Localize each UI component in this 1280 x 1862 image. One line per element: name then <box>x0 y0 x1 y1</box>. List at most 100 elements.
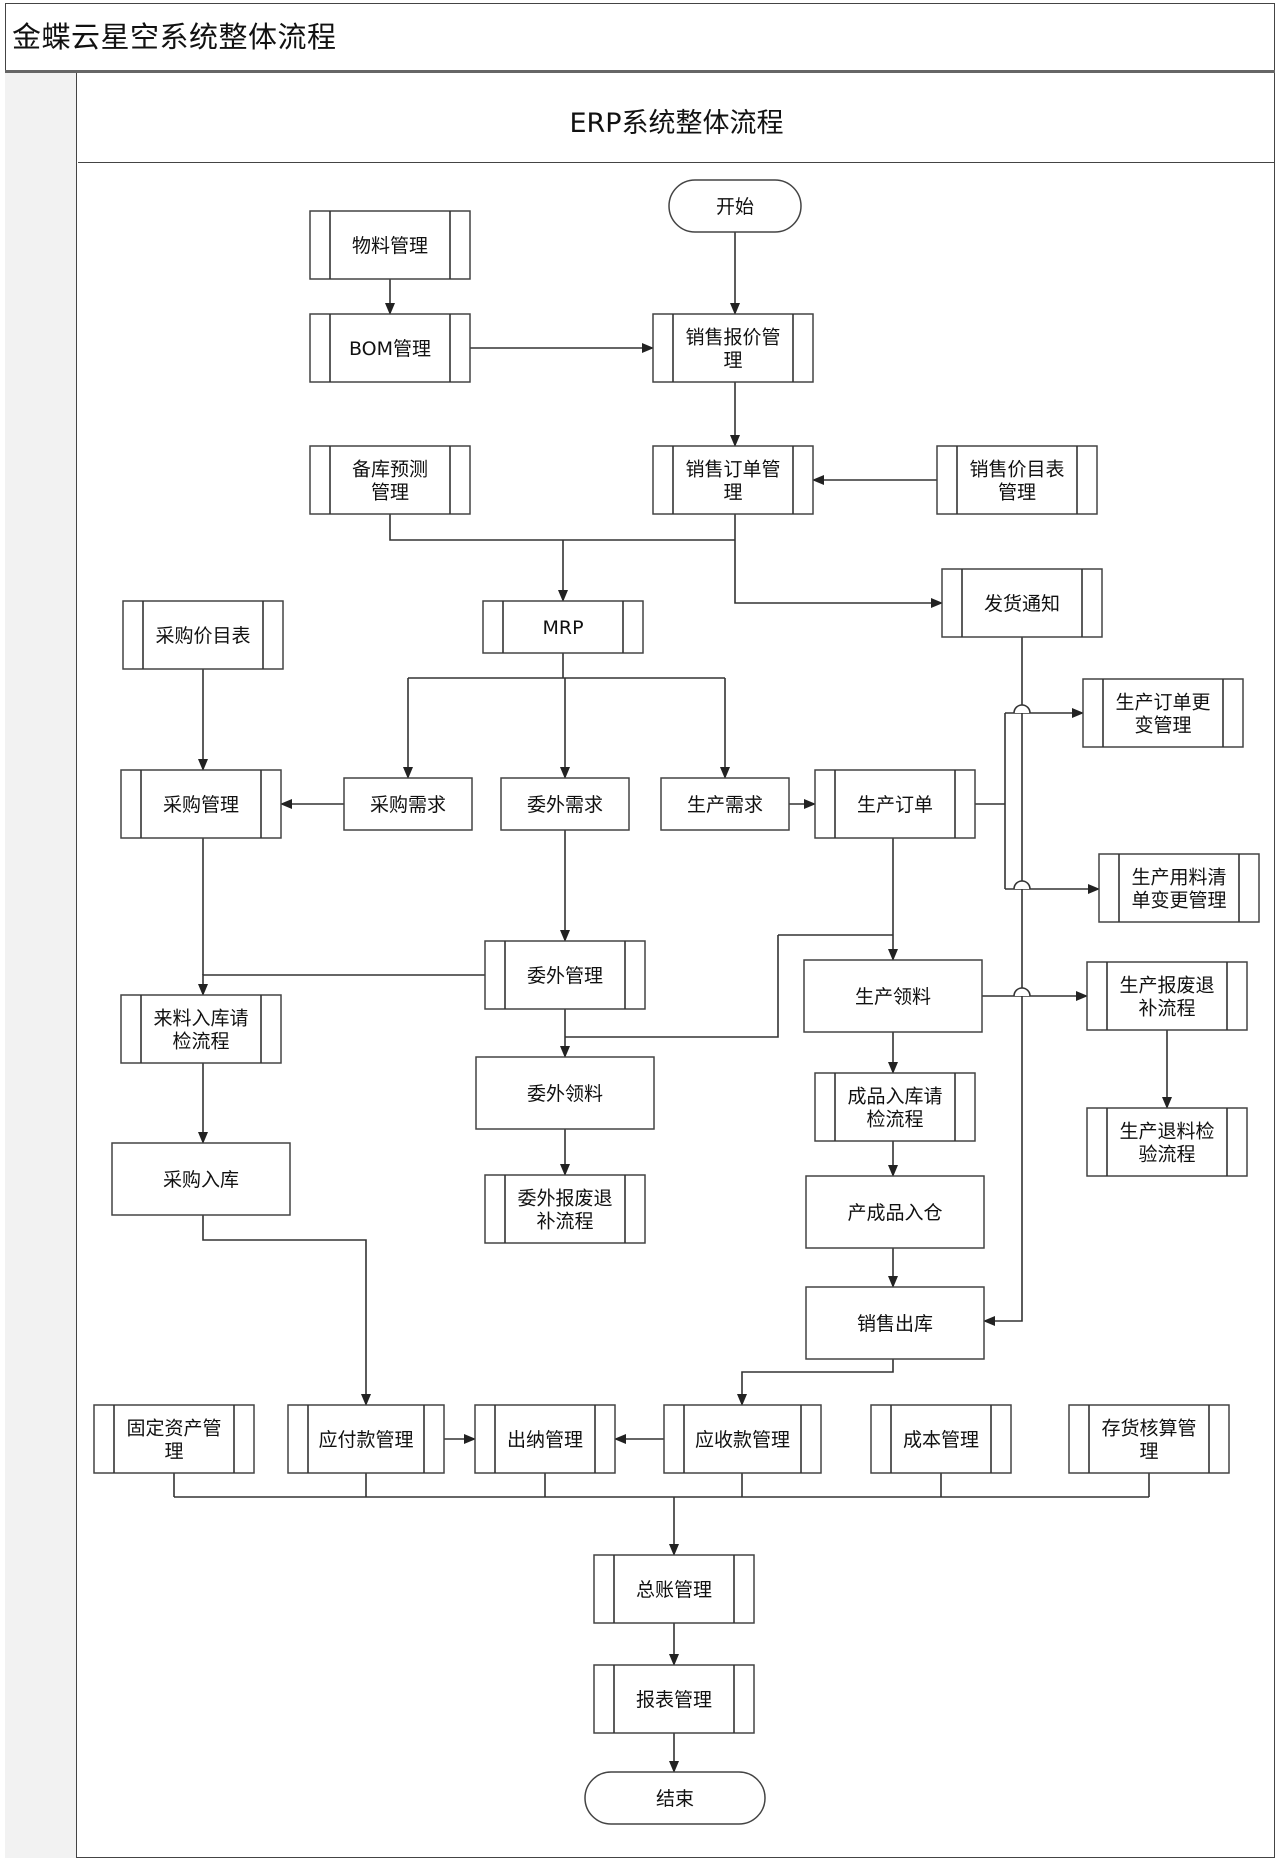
swimlane-header: ERP系统整体流程 <box>78 73 1275 163</box>
node-material: 物料管理 <box>309 210 471 280</box>
node-mrp: MRP <box>482 600 644 654</box>
node-delivery-notice: 发货通知 <box>941 568 1103 638</box>
e-order-delivery <box>734 540 943 608</box>
outsource-req-label: 委外需求 <box>527 794 603 816</box>
scrap-return-label: 生产报废退 <box>1119 975 1214 997</box>
node-production-issue: 生产领料 <box>803 959 983 1033</box>
fixed-assets-label: 固定资产管 <box>126 1418 221 1440</box>
node-cashier: 出纳管理 <box>474 1404 616 1474</box>
pricelist-label: 管理 <box>998 482 1036 504</box>
inventory-calc-label: 存货核算管 <box>1101 1418 1196 1440</box>
quote-label: 销售报价管 <box>685 327 780 349</box>
mrp-label: MRP <box>542 617 583 639</box>
fixed-assets-label: 理 <box>164 1441 183 1463</box>
incoming-inspect-label: 来料入库请 <box>153 1008 248 1030</box>
node-outsource-mgmt: 委外管理 <box>484 940 646 1010</box>
bom-change-label: 单变更管理 <box>1131 890 1226 912</box>
node-purchase-mgmt: 采购管理 <box>120 769 282 839</box>
production-issue-label: 生产领料 <box>855 986 931 1008</box>
outsource-scrap-label: 委外报废退 <box>517 1188 612 1210</box>
payable-label: 应付款管理 <box>318 1429 413 1451</box>
node-gl: 总账管理 <box>593 1554 755 1624</box>
node-report: 报表管理 <box>593 1664 755 1734</box>
node-outsource-issue: 委外领料 <box>475 1056 655 1130</box>
end-label: 结束 <box>656 1788 694 1810</box>
delivery-notice-label: 发货通知 <box>984 593 1060 615</box>
purchase-mgmt-label: 采购管理 <box>163 794 239 816</box>
report-label: 报表管理 <box>636 1689 712 1711</box>
product-inspect-label: 检流程 <box>866 1109 923 1131</box>
e-purchin-payable <box>202 1215 371 1406</box>
page-title: 金蝶云星空系统整体流程 <box>12 20 337 54</box>
po-change-label: 变管理 <box>1134 715 1191 737</box>
e-forecast-merge <box>389 514 735 541</box>
crossing-hop-0 <box>1013 704 1031 714</box>
sales-out-label: 销售出库 <box>857 1313 933 1335</box>
e-salesout-receivable <box>737 1359 894 1406</box>
product-in-label: 产成品入仓 <box>847 1202 942 1224</box>
purchase-in-label: 采购入库 <box>163 1169 239 1191</box>
crossing-hop-2 <box>1013 987 1031 997</box>
scrap-return-label: 补流程 <box>1138 998 1195 1020</box>
outsource-scrap-label: 补流程 <box>536 1211 593 1233</box>
forecast-label: 管理 <box>371 482 409 504</box>
bom-label: BOM管理 <box>349 338 431 360</box>
node-sales-out: 销售出库 <box>805 1286 985 1360</box>
receivable-label: 应收款管理 <box>695 1429 790 1451</box>
node-purchase-in: 采购入库 <box>111 1142 291 1216</box>
forecast-label: 备库预测 <box>352 459 428 481</box>
start-label: 开始 <box>716 196 754 218</box>
order-label: 销售订单管 <box>685 459 780 481</box>
gl-label: 总账管理 <box>636 1579 712 1601</box>
node-purchase-pricelist: 采购价目表 <box>122 600 284 670</box>
incoming-inspect-label: 检流程 <box>172 1031 229 1053</box>
process-nodes: 开始物料管理BOM管理销售报价管理备库预测管理销售订单管理销售价目表管理MRP发… <box>93 179 1260 1825</box>
node-production-req: 生产需求 <box>660 777 790 831</box>
purchase-pricelist-label: 采购价目表 <box>155 625 250 647</box>
node-product-in: 产成品入仓 <box>805 1175 985 1249</box>
node-cost: 成本管理 <box>870 1404 1012 1474</box>
node-bom: BOM管理 <box>309 313 471 383</box>
node-outsource-req: 委外需求 <box>500 777 630 831</box>
bom-change-label: 生产用料清 <box>1131 867 1226 889</box>
node-start: 开始 <box>668 179 802 233</box>
connector-lines <box>173 232 1172 1773</box>
inventory-calc-label: 理 <box>1139 1441 1158 1463</box>
material-label: 物料管理 <box>352 235 428 257</box>
node-payable: 应付款管理 <box>287 1404 445 1474</box>
return-inspect-label: 验流程 <box>1138 1144 1195 1166</box>
node-end: 结束 <box>584 1771 766 1825</box>
production-req-label: 生产需求 <box>687 794 763 816</box>
swimlane-title: ERP系统整体流程 <box>569 108 784 139</box>
product-inspect-label: 成品入库请 <box>847 1086 942 1108</box>
e-mgmt-inspect-line <box>198 974 485 996</box>
crossing-hop-1 <box>1013 880 1031 890</box>
return-inspect-label: 生产退料检 <box>1119 1121 1214 1143</box>
node-receivable: 应收款管理 <box>663 1404 822 1474</box>
node-purchase-req: 采购需求 <box>343 777 473 831</box>
cost-label: 成本管理 <box>903 1429 979 1451</box>
e-delivery-salesout <box>983 637 1023 1326</box>
e-prodissue-outissue <box>565 935 779 1038</box>
purchase-req-label: 采购需求 <box>370 794 446 816</box>
quote-label: 理 <box>723 350 742 372</box>
outsource-mgmt-label: 委外管理 <box>527 965 603 987</box>
cashier-label: 出纳管理 <box>507 1429 583 1451</box>
order-label: 理 <box>723 482 742 504</box>
node-production-order: 生产订单 <box>814 769 976 839</box>
outsource-issue-label: 委外领料 <box>527 1083 603 1105</box>
